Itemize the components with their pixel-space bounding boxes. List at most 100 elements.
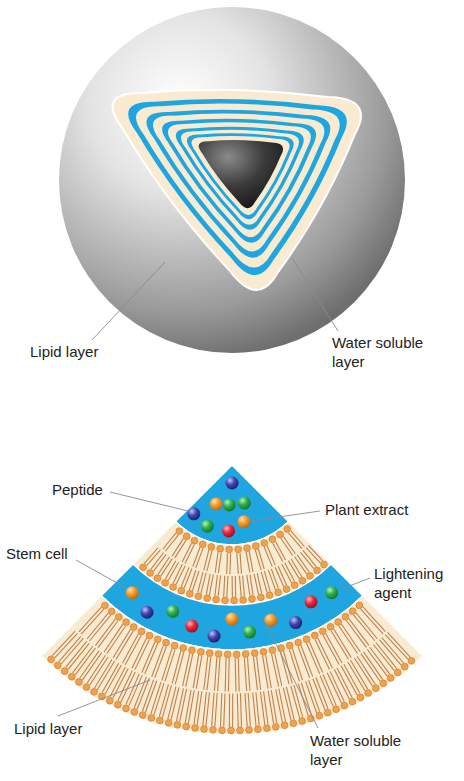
part-label: Peptide bbox=[52, 481, 132, 500]
lipid-tail bbox=[272, 654, 279, 687]
lipid-tail bbox=[257, 573, 261, 594]
lipid-tail bbox=[255, 550, 261, 570]
lipid-tail bbox=[235, 658, 237, 691]
lipid-tail bbox=[253, 693, 256, 726]
lipid-tail bbox=[168, 562, 178, 580]
lipid-tail bbox=[215, 693, 217, 726]
lipid-head bbox=[106, 697, 113, 704]
lipid-tail bbox=[218, 552, 221, 573]
lipid-tail bbox=[346, 621, 366, 648]
lipid-tail bbox=[189, 570, 196, 590]
lipid-tail bbox=[248, 693, 250, 726]
lipid-head bbox=[341, 702, 348, 709]
lipid-head bbox=[335, 619, 342, 626]
lipid-head bbox=[316, 712, 323, 719]
lipid-head bbox=[394, 669, 401, 676]
lipid-tail bbox=[180, 689, 187, 722]
lipid-tail bbox=[175, 652, 184, 684]
ingredient-particle bbox=[238, 515, 251, 528]
lipid-tail bbox=[104, 624, 123, 652]
lipid-tail bbox=[301, 645, 313, 676]
layer-band bbox=[176, 127, 304, 230]
lipid-tail bbox=[147, 550, 161, 566]
lipid-tail bbox=[81, 609, 103, 634]
lipid-head bbox=[180, 645, 187, 652]
lipid-head bbox=[176, 528, 183, 535]
lipid-head bbox=[291, 582, 298, 589]
ingredient-particle bbox=[141, 606, 154, 619]
lipid-tail bbox=[363, 607, 386, 632]
lipid-tail bbox=[276, 689, 283, 722]
lipid-head bbox=[357, 694, 364, 701]
lipid-head bbox=[327, 623, 334, 630]
lipid-tail bbox=[203, 692, 207, 725]
lipid-tail bbox=[263, 656, 269, 689]
lipid-tail bbox=[232, 576, 233, 597]
part-label: Plant extract bbox=[325, 501, 450, 520]
lipid-head bbox=[314, 567, 321, 574]
lipid-head bbox=[261, 540, 268, 547]
lipid-tail bbox=[388, 632, 411, 657]
lipid-tail bbox=[309, 680, 320, 712]
lipid-tail bbox=[275, 653, 282, 686]
lipid-head bbox=[91, 688, 98, 695]
leader-lines bbox=[58, 258, 370, 728]
lipid-tail bbox=[215, 575, 217, 596]
lipid-tail bbox=[154, 554, 167, 571]
lipid-tail bbox=[258, 549, 264, 569]
lipid-head bbox=[195, 593, 202, 600]
lipid-tail bbox=[250, 575, 253, 596]
lipid-tail bbox=[348, 662, 365, 691]
lipid-tail bbox=[354, 658, 372, 686]
lipid-head bbox=[284, 526, 291, 533]
lipid-tail bbox=[354, 615, 375, 641]
lipid-head bbox=[321, 561, 328, 568]
core bbox=[199, 140, 283, 208]
ingredient-particle bbox=[210, 497, 223, 510]
lipid-tail bbox=[201, 573, 206, 593]
lipid-tail bbox=[134, 677, 146, 708]
lipid-tail bbox=[221, 693, 222, 726]
lipid-tail bbox=[238, 658, 240, 691]
lipid-head bbox=[224, 651, 231, 658]
lipid-tail bbox=[249, 551, 253, 572]
lipid-tail bbox=[196, 548, 203, 568]
lipid-tail bbox=[79, 607, 101, 632]
layer-band bbox=[128, 99, 347, 275]
lipid-tail bbox=[240, 553, 242, 574]
layer-band bbox=[168, 122, 311, 237]
lipid-tail bbox=[267, 546, 275, 565]
lipid-tail bbox=[226, 553, 228, 574]
lipid-tail bbox=[361, 609, 384, 634]
ingredient-particle bbox=[187, 507, 200, 520]
lipid-head bbox=[170, 584, 177, 591]
layer-band bbox=[181, 130, 299, 225]
lipid-head bbox=[295, 639, 302, 646]
lipid-head bbox=[123, 619, 130, 626]
lipid-tail bbox=[87, 613, 108, 639]
lipid-tail bbox=[264, 691, 268, 724]
lipid-tail bbox=[98, 621, 118, 648]
lipid-head bbox=[148, 715, 155, 722]
lipid-head bbox=[237, 727, 244, 734]
lipid-tail bbox=[225, 658, 227, 691]
layer-band bbox=[162, 119, 316, 243]
lipid-tail bbox=[107, 626, 126, 654]
lipid-head bbox=[228, 727, 235, 734]
lipid-tail bbox=[294, 685, 303, 717]
lipid-tail bbox=[235, 576, 236, 597]
lipid-tail bbox=[341, 624, 360, 652]
lipid-head bbox=[249, 596, 256, 603]
lipid-tail bbox=[297, 555, 309, 572]
lipid-tail bbox=[257, 656, 261, 689]
lipid-head bbox=[147, 570, 154, 577]
layer-band bbox=[146, 110, 330, 258]
lipid-head bbox=[206, 650, 213, 657]
lipid-head bbox=[244, 545, 251, 552]
lipid-tail bbox=[301, 683, 311, 715]
lipid-head bbox=[231, 597, 238, 604]
lipid-tail bbox=[248, 657, 250, 690]
lipid-head bbox=[197, 649, 204, 656]
lipid-tail bbox=[224, 693, 225, 726]
lipid-tail bbox=[95, 619, 115, 646]
